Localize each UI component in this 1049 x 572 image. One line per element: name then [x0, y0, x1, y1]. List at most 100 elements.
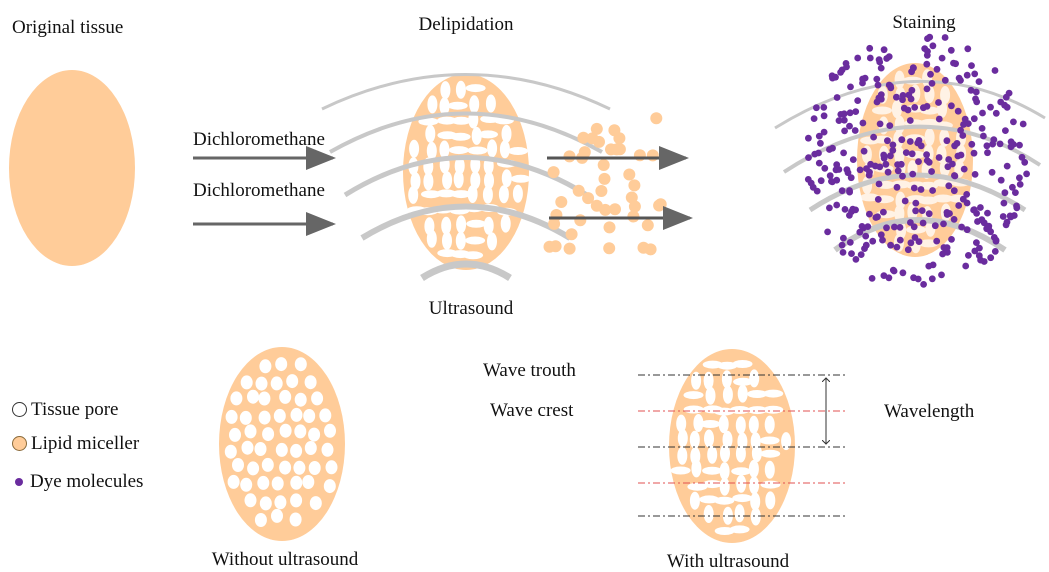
dye-molecule — [951, 187, 958, 194]
dye-molecule — [955, 153, 962, 160]
dye-molecule — [911, 223, 918, 230]
dye-molecule — [894, 244, 901, 251]
dye-molecule — [899, 96, 906, 103]
dye-molecule — [929, 275, 936, 282]
tissue-pore — [242, 441, 254, 455]
dye-molecule — [1008, 143, 1015, 150]
dye-molecule — [1003, 221, 1010, 228]
dye-molecule — [984, 210, 991, 217]
dye-molecule — [836, 117, 843, 124]
dye-molecule — [919, 207, 926, 214]
tissue-pore — [690, 431, 700, 449]
dye-molecule — [972, 171, 979, 178]
dye-molecule — [943, 245, 950, 252]
legend-lipid-miceller-label: Lipid miceller — [31, 434, 139, 453]
tissue-pore — [730, 406, 750, 414]
lipid-micelle — [611, 143, 623, 155]
dye-molecule — [923, 151, 930, 158]
tissue-pore — [259, 411, 271, 425]
dye-molecule — [920, 220, 927, 227]
dye-molecule — [1000, 213, 1007, 220]
tissue-pore — [511, 175, 531, 183]
dye-molecule — [928, 168, 935, 175]
tissue-pore — [259, 359, 271, 373]
tissue-pore — [456, 232, 466, 250]
dye-molecule — [932, 222, 939, 229]
dye-molecule — [957, 77, 964, 84]
dye-molecule — [920, 104, 927, 111]
dye-molecule — [805, 176, 812, 183]
dye-molecule — [926, 34, 933, 41]
dye-molecule — [1010, 119, 1017, 126]
tissue-pore — [456, 215, 466, 233]
tissue-pore — [749, 460, 759, 478]
tissue-pore — [730, 525, 750, 533]
dye-molecule — [971, 115, 978, 122]
lipid-micelle — [638, 242, 650, 254]
dye-molecule — [912, 200, 919, 207]
dye-molecule — [847, 239, 854, 246]
label-wavelength: Wavelength — [884, 402, 974, 421]
dye-molecule — [811, 115, 818, 122]
tissue-pore — [240, 478, 252, 492]
dye-molecule — [944, 209, 951, 216]
label-ultrasound: Ultrasound — [429, 299, 513, 318]
dye-molecule — [909, 150, 916, 157]
dye-molecule — [942, 34, 949, 41]
tissue-pore — [322, 443, 334, 457]
dye-molecule — [841, 110, 848, 117]
dye-molecule — [870, 134, 877, 141]
tissue-pore — [684, 391, 704, 399]
dye-molecule — [856, 229, 863, 236]
tissue-pore — [454, 170, 464, 188]
dye-molecule — [903, 149, 910, 156]
dye-molecule — [817, 140, 824, 147]
tissue-pore — [722, 370, 732, 388]
dye-molecule — [918, 186, 925, 193]
tissue-pore — [456, 81, 466, 99]
tissue-pore — [309, 461, 321, 475]
dye-molecule — [837, 69, 844, 76]
dye-molecule — [944, 137, 951, 144]
tissue-pore — [719, 415, 729, 433]
dye-molecule — [869, 275, 876, 282]
tissue-pore — [286, 374, 298, 388]
dye-molecule — [840, 235, 847, 242]
dye-molecule — [909, 171, 916, 178]
tissue-pore — [677, 447, 687, 465]
dye-molecule — [839, 242, 846, 249]
lipid-micelle — [591, 200, 603, 212]
dye-molecule — [859, 80, 866, 87]
dye-molecule — [833, 202, 840, 209]
dye-molecule — [805, 135, 812, 142]
dye-molecule — [876, 59, 883, 66]
tissue-pore — [684, 406, 704, 414]
dye-molecule — [850, 156, 857, 163]
dye-molecule — [926, 159, 933, 166]
dye-molecule — [847, 109, 854, 116]
tissue-pore — [760, 437, 780, 445]
dye-molecule — [875, 196, 882, 203]
lipid-micelle — [577, 132, 589, 144]
label-wave-crest: Wave crest — [490, 401, 573, 420]
lipid-micelle — [564, 243, 576, 255]
dye-molecule — [1009, 184, 1016, 191]
dye-molecule — [971, 150, 978, 157]
dye-molecule — [908, 96, 915, 103]
dye-molecule — [834, 94, 841, 101]
tissue-pore — [280, 424, 292, 438]
tissue-pore — [240, 411, 252, 425]
dye-molecule — [940, 221, 947, 228]
tissue-pore — [232, 458, 244, 472]
dye-molecule — [912, 207, 919, 214]
label-without-ultrasound: Without ultrasound — [212, 550, 358, 569]
label-wave-trough: Wave trouth — [483, 361, 576, 380]
dye-molecule — [1013, 203, 1020, 210]
tissue-pore — [508, 147, 528, 155]
lipid-micelle — [544, 241, 556, 253]
dye-molecule — [821, 165, 828, 172]
tissue-pore — [702, 467, 722, 475]
dye-molecule — [929, 80, 936, 87]
legend-dye-molecules-label: Dye molecules — [30, 472, 143, 491]
tissue-pore — [262, 458, 274, 472]
